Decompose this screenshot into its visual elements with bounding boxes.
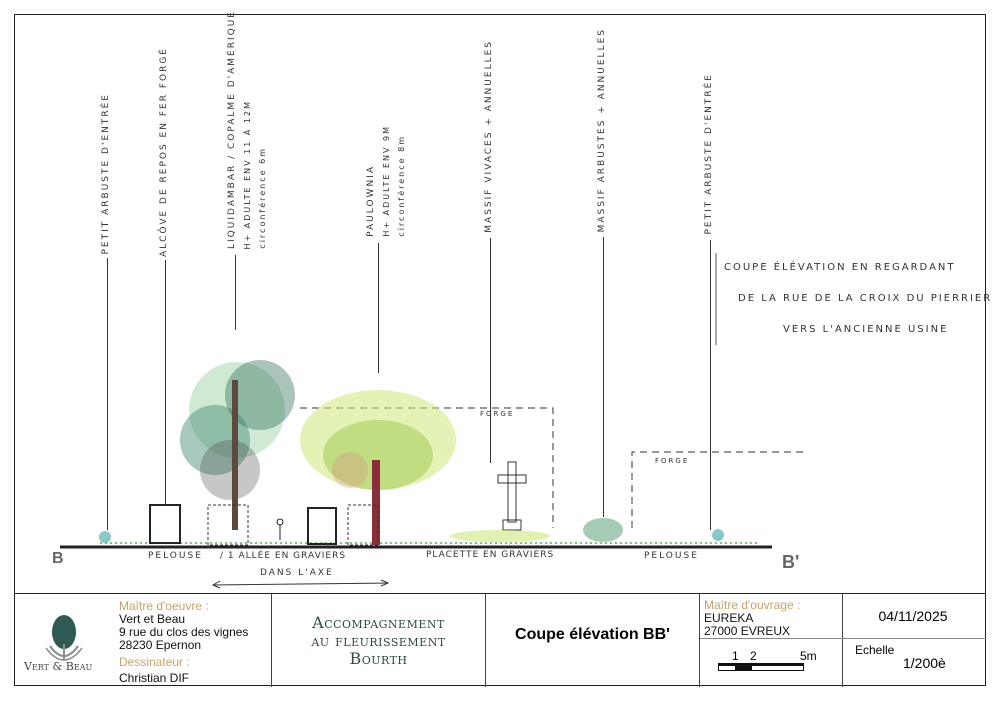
scale-tick-5: 5m bbox=[800, 649, 817, 663]
alcove-1 bbox=[149, 504, 181, 544]
label-liquidambar: Liquidambar / Copalme d'Amérique bbox=[227, 9, 237, 249]
leader-line bbox=[235, 255, 236, 330]
maitre-ouvrage-label: Maître d'ouvrage : bbox=[704, 598, 801, 612]
label-paulownia: Paulownia bbox=[366, 165, 376, 237]
section-start-label: B bbox=[52, 550, 64, 567]
maitre-oeuvre-city: 28230 Epernon bbox=[119, 638, 202, 652]
label-alcove: Alcôve de repos en fer forgé bbox=[159, 46, 169, 257]
label-liquidambar-height: H+ adulte env 11 à 12m bbox=[243, 99, 252, 249]
logo: Vert & Beau bbox=[14, 594, 114, 687]
axis-arrow bbox=[212, 582, 389, 586]
massif-vivaces bbox=[450, 530, 550, 542]
leader-line bbox=[107, 258, 108, 530]
ground-label-pelouse-2: Pelouse bbox=[644, 551, 699, 561]
shrub-2 bbox=[712, 529, 724, 541]
title-block: Vert & Beau Maître d'oeuvre : Vert et Be… bbox=[14, 593, 986, 687]
label-petit-arbuste-2: Petit arbuste d'entrée bbox=[704, 73, 714, 235]
leader-line bbox=[603, 237, 604, 517]
maitre-ouvrage-city: 27000 EVREUX bbox=[704, 624, 791, 638]
forge-label-2: Forge bbox=[655, 457, 690, 465]
leader-line bbox=[710, 240, 711, 530]
label-paulownia-circ: circonférence 8m bbox=[397, 135, 406, 237]
maitre-oeuvre-name: Vert et Beau bbox=[119, 612, 186, 626]
paulownia-tree bbox=[300, 390, 456, 546]
logo-text: Vert & Beau bbox=[24, 660, 93, 673]
ground-label-pelouse-1: Pelouse bbox=[148, 551, 203, 561]
project-title: Accompagnement au fleurissement Bourth bbox=[272, 594, 485, 687]
project-title-line-1: Accompagnement bbox=[312, 613, 445, 632]
shrub-1 bbox=[99, 531, 111, 543]
maitre-ouvrage-block: Maître d'ouvrage : EUREKA 27000 EVREUX bbox=[704, 594, 844, 638]
liquidambar-tree bbox=[180, 360, 295, 546]
date: 04/11/2025 bbox=[878, 608, 948, 624]
sheet-title: Coupe élévation BB' bbox=[515, 626, 670, 643]
leader-line bbox=[165, 260, 166, 505]
cross-monument bbox=[497, 461, 527, 531]
dessinateur-label: Dessinateur : bbox=[119, 655, 190, 669]
dessinateur-name: Christian DIF bbox=[119, 671, 190, 685]
leader-line bbox=[490, 238, 491, 463]
massif-arbustes bbox=[583, 518, 623, 542]
scale-bar: 1 2 5m bbox=[700, 639, 842, 687]
tree-logo-icon bbox=[45, 615, 83, 661]
project-title-line-2: au fleurissement bbox=[311, 631, 446, 650]
note-line-3: vers l'ancienne usine bbox=[783, 324, 949, 335]
ground-label-axe: dans l'axe bbox=[260, 568, 334, 578]
maitre-ouvrage-name: EUREKA bbox=[704, 611, 754, 625]
section-drawing bbox=[60, 253, 808, 589]
label-massif-vivaces: Massif vivaces + annuelles bbox=[484, 40, 494, 233]
forge-label-1: Forge bbox=[480, 410, 515, 418]
maitre-oeuvre-label: Maître d'oeuvre : bbox=[119, 599, 209, 613]
scale-tick-1: 1 bbox=[732, 649, 739, 663]
section-end-label: B' bbox=[782, 552, 800, 572]
echelle-block: Echelle 1/200è bbox=[843, 639, 986, 687]
note-line-1: Coupe élévation en regardant bbox=[724, 262, 956, 273]
echelle-value: 1/200è bbox=[903, 655, 946, 671]
note-line-2: de la rue de la Croix du Pierrier bbox=[738, 293, 993, 304]
forge-outline-2 bbox=[631, 451, 808, 528]
person-figure bbox=[276, 518, 284, 526]
label-paulownia-height: H+ adulte env 9m bbox=[382, 125, 391, 237]
ground-label-allee: / 1 allée en graviers bbox=[220, 551, 347, 561]
alcove-2 bbox=[307, 507, 337, 545]
ground-label-placette: Placette en graviers bbox=[426, 550, 555, 560]
project-title-line-3: Bourth bbox=[349, 649, 408, 668]
scale-bar-graphic bbox=[718, 663, 804, 671]
echelle-label: Echelle bbox=[855, 643, 895, 657]
leader-line bbox=[378, 243, 379, 373]
label-petit-arbuste-1: Petit arbuste d'entrée bbox=[101, 93, 111, 255]
sheet-frame bbox=[14, 14, 986, 686]
label-liquidambar-circ: circonférence 6m bbox=[258, 147, 267, 249]
maitre-oeuvre-street: 9 rue du clos des vignes bbox=[119, 625, 249, 639]
label-massif-arbustes: Massif arbustes + annuelles bbox=[597, 27, 607, 232]
maitre-oeuvre-block: Maître d'oeuvre : Vert et Beau 9 rue du … bbox=[119, 594, 279, 687]
scale-tick-2: 2 bbox=[750, 649, 757, 663]
